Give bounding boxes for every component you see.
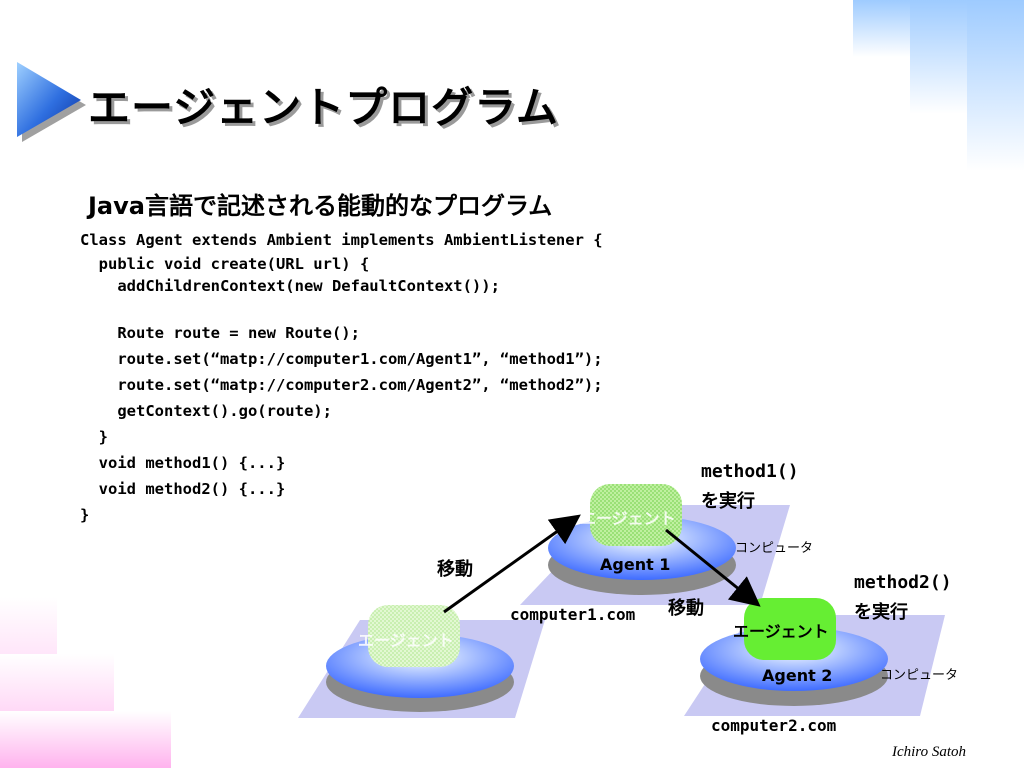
host1-label: computer1.com [510, 605, 636, 624]
code-line: } [80, 506, 90, 524]
code-line: Route route = new Route(); [80, 324, 360, 342]
method1-label: method1() [701, 461, 799, 482]
author-credit: Ichiro Satoh [891, 744, 966, 760]
corner-decoration-top-right [853, 0, 1024, 171]
code-line: route.set(“matp://computer2.com/Agent2”,… [80, 376, 603, 394]
code-line: void method2() {...} [80, 480, 286, 498]
computer-label-1: コンピュータ [735, 541, 814, 556]
title-triangle-icon [17, 62, 86, 142]
code-line: void method1() {...} [80, 454, 286, 472]
agent-faded-label-computer1: エージェント [580, 509, 676, 528]
method2-label: method2() [854, 572, 952, 593]
platform-origin [298, 605, 545, 718]
agent1-name: Agent 1 [600, 555, 671, 574]
move-label-2: 移動 [668, 598, 704, 619]
agent-active-label: エージェント [733, 622, 829, 641]
corner-decoration-bottom-left [0, 597, 171, 768]
agent-active-shape [744, 598, 836, 660]
agent-faded-origin-shape [368, 605, 460, 667]
code-line: getContext().go(route); [80, 402, 332, 420]
code-line: route.set(“matp://computer1.com/Agent1”,… [80, 350, 603, 368]
agent-faded-computer1-shape [590, 484, 682, 546]
slide-title: エージェントプログラム [88, 83, 559, 132]
method1-execute-label: を実行 [701, 491, 755, 512]
code-line: addChildrenContext(new DefaultContext())… [80, 277, 500, 295]
move-arrow-1 [443, 514, 581, 614]
move-arrow-2 [665, 528, 761, 607]
computer-label-2: コンピュータ [880, 668, 959, 683]
agent2-name: Agent 2 [762, 666, 833, 685]
host2-label: computer2.com [711, 716, 837, 735]
code-line: Class Agent extends Ambient implements A… [80, 231, 603, 249]
code-line: public void create(URL url) { [80, 255, 370, 273]
platform-computer2 [684, 598, 945, 716]
agent-faded-label-origin: エージェント [358, 631, 454, 650]
slide-subtitle: Java言語で記述される能動的なプログラム [88, 192, 553, 220]
code-line: } [80, 428, 108, 446]
method2-execute-label: を実行 [854, 602, 908, 623]
move-label-1: 移動 [437, 559, 473, 580]
